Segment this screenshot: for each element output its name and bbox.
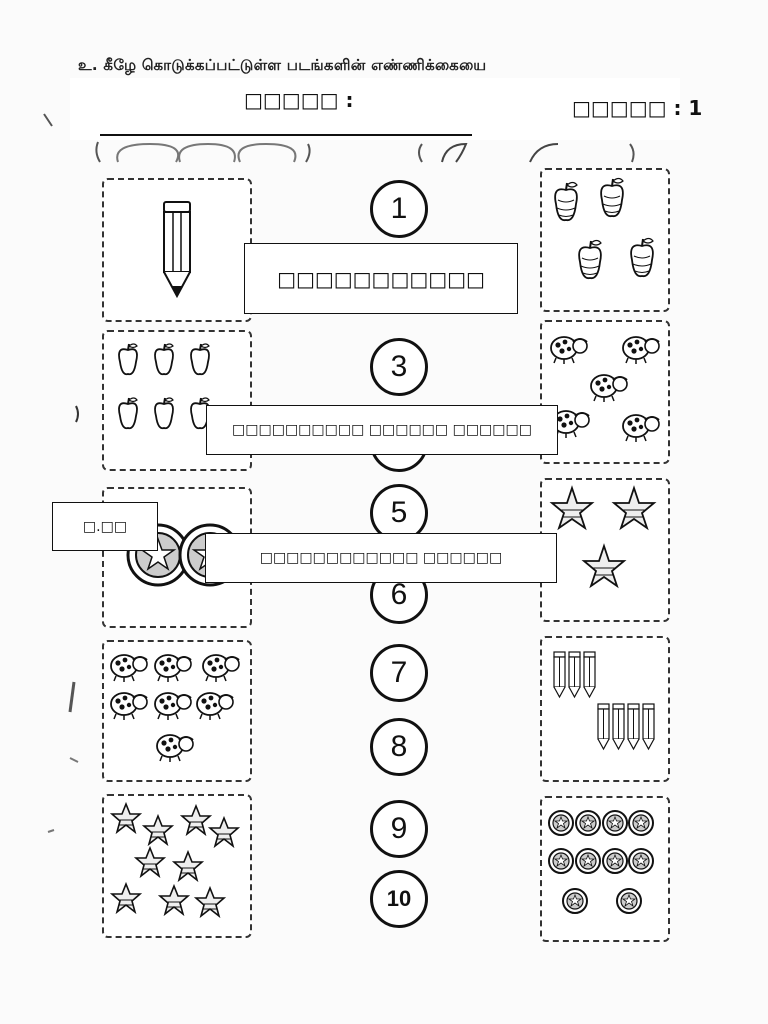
name-label: □□□□□ : [244, 88, 354, 112]
margin-marks [43, 113, 79, 833]
number-circle-1[interactable]: 1 [370, 180, 428, 238]
star-icon-group [549, 485, 655, 587]
number-circle-9[interactable]: 9 [370, 800, 428, 858]
worksheet-title-box: □□□□□□□□□□□ [244, 243, 518, 314]
pencil-icon [163, 201, 191, 299]
apple-icon-group [118, 343, 210, 430]
number-circle-8[interactable]: 8 [370, 718, 428, 776]
header-cover [70, 78, 680, 140]
date-box: □.□□ [52, 502, 158, 551]
apple-icon-group [554, 177, 654, 280]
ladybug-icon-group [110, 654, 240, 763]
star-icon-group [109, 801, 239, 917]
name-write-line [100, 134, 472, 136]
pencil-icon-group [553, 651, 655, 750]
number-circle-3[interactable]: 3 [370, 338, 428, 396]
marks-label: □□□□□ : 1 [572, 96, 703, 120]
header-picture-strip [95, 141, 635, 163]
ladybug-icon-group [550, 336, 660, 443]
instruction-text: உ. கீழே கொடுக்கப்பட்டுள்ள படங்களின் எண்ண… [78, 56, 487, 74]
left-card-stars-9 [102, 794, 252, 938]
right-card-ladybugs-4 [540, 320, 670, 464]
worksheet-subtitle-box-2: □□□□□□□□□□□□ □□□□□□ [205, 533, 557, 583]
coin-icon-group [548, 810, 654, 914]
number-circle-7[interactable]: 7 [370, 644, 428, 702]
right-card-pencils-8 [540, 636, 670, 782]
right-card-apples-4 [540, 168, 670, 312]
number-circle-10[interactable]: 10 [370, 870, 428, 928]
left-card-pencils-1 [102, 178, 252, 322]
left-card-ladybugs-7 [102, 640, 252, 782]
right-card-stars-3 [540, 478, 670, 622]
coin-icon-group [126, 523, 242, 587]
worksheet-subtitle-box: □□□□□□□□□□ □□□□□□ □□□□□□ [206, 405, 558, 455]
right-card-coins-10 [540, 796, 670, 942]
